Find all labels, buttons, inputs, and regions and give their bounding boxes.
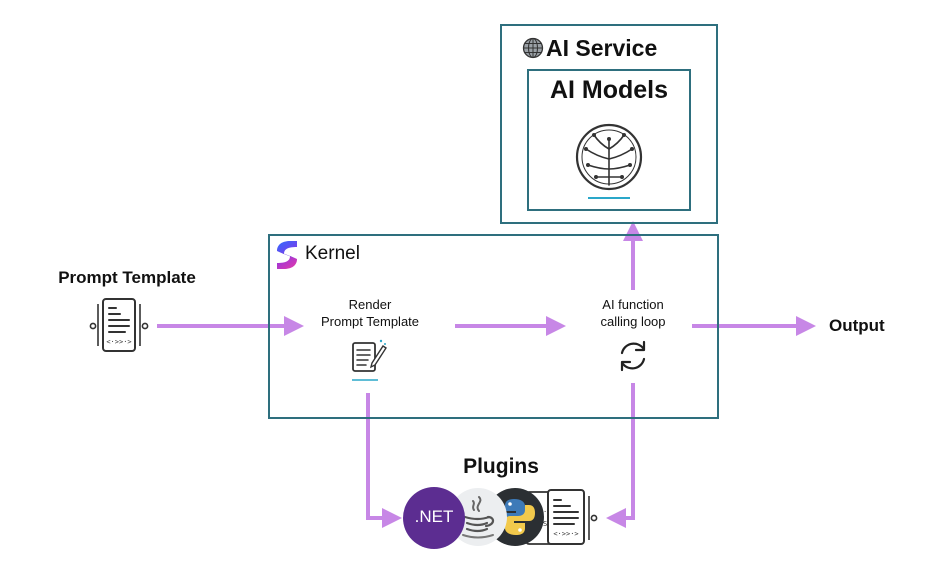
- prompt-template-title: Prompt Template: [58, 268, 196, 287]
- svg-text:<·>>·>: <·>>·>: [553, 530, 578, 538]
- loop-step-label: AI function calling loop: [600, 296, 665, 330]
- output-label: Output: [829, 316, 885, 335]
- ai-models-box: [527, 69, 691, 211]
- kernel-logo-icon: [274, 240, 300, 275]
- render-step-line1: Render: [348, 297, 392, 312]
- ai-service-title: AI Service: [546, 35, 658, 61]
- document-template-icon: <·>>·>: [88, 296, 150, 361]
- dotnet-icon: .NET: [403, 487, 465, 549]
- dotnet-label: .NET: [414, 507, 454, 526]
- arrow-render-to-plugins: [366, 393, 402, 528]
- loop-step-line2: calling loop: [600, 314, 666, 329]
- render-step-line2: Prompt Template: [320, 314, 420, 329]
- ai-models-title: AI Models: [549, 76, 669, 104]
- plugins-title: Plugins: [463, 455, 539, 478]
- kernel-title: Kernel: [305, 243, 360, 264]
- arrow-loop-to-plugins: [606, 383, 635, 528]
- kernel-box: [268, 234, 719, 419]
- refresh-cycle-icon: [616, 339, 650, 378]
- java-icon: [448, 487, 508, 552]
- loop-step-line1: AI function: [602, 297, 664, 312]
- svg-text:<·>>·>: <·>>·>: [106, 338, 131, 346]
- circuit-tree-icon: [572, 121, 646, 206]
- globe-grid-icon: [522, 37, 544, 64]
- ai-service-box: [500, 24, 718, 224]
- render-step-label: Render Prompt Template: [321, 296, 419, 330]
- document-pencil-icon: [348, 337, 390, 388]
